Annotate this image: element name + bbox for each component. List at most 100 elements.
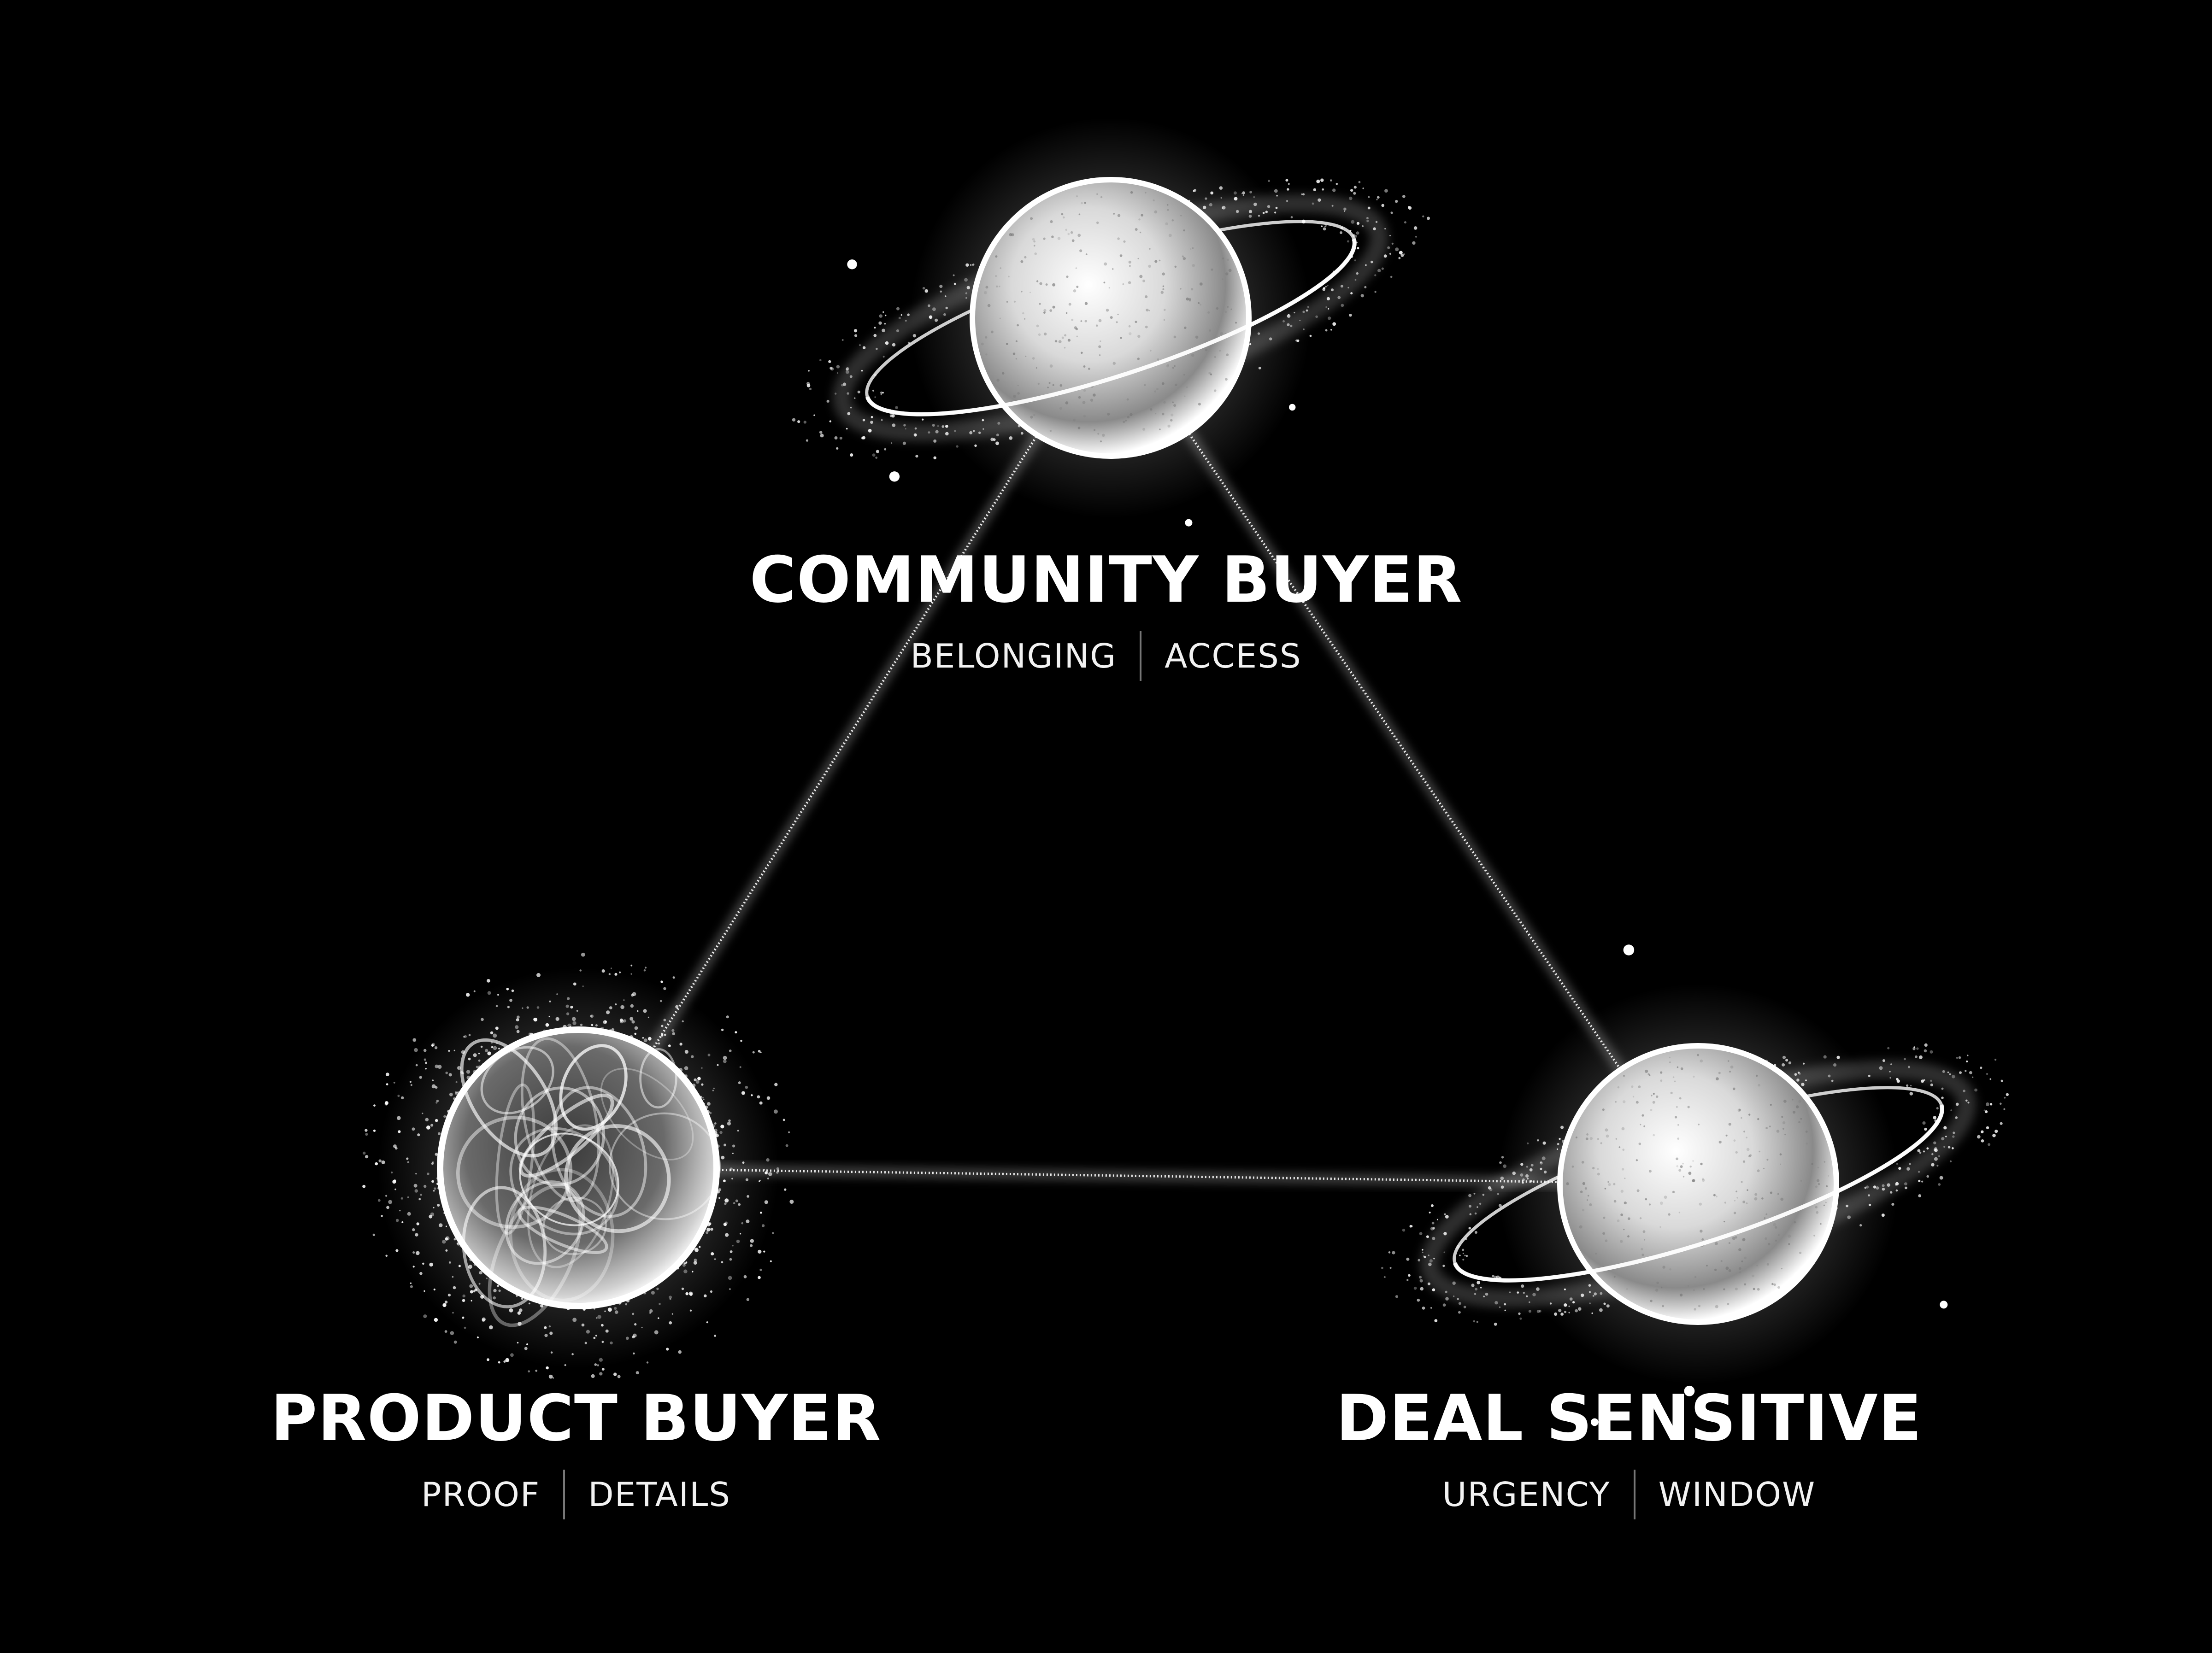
ring-particle	[1430, 1227, 1434, 1231]
halo-particle	[400, 1197, 403, 1200]
ring-particle	[1941, 1087, 1944, 1090]
surface-speckle	[1083, 389, 1086, 392]
ring-particle	[1347, 287, 1349, 289]
halo-particle	[548, 1374, 553, 1379]
ring-particle	[1581, 1293, 1584, 1297]
halo-particle	[462, 1316, 465, 1319]
halo-particle	[511, 989, 514, 992]
ring-particle	[935, 318, 938, 322]
ring-particle	[882, 328, 885, 333]
ring-particle	[1977, 1135, 1981, 1139]
ring-particle	[1882, 1188, 1885, 1191]
halo-particle	[442, 1240, 446, 1244]
ring-particle	[1468, 1227, 1471, 1230]
ring-particle	[1332, 322, 1336, 326]
surface-speckle	[1166, 204, 1169, 206]
surface-speckle	[1602, 1108, 1605, 1111]
ring-particle	[1413, 1286, 1417, 1290]
ring-particle	[1381, 204, 1384, 207]
surface-speckle	[1039, 282, 1042, 285]
halo-particle	[384, 1101, 388, 1105]
surface-speckle	[1703, 1288, 1705, 1290]
surface-speckle	[1073, 418, 1076, 422]
surface-speckle	[1766, 1263, 1769, 1266]
ring-particle	[861, 369, 863, 372]
ring-particle	[1921, 1180, 1924, 1183]
halo-particle	[407, 1196, 409, 1198]
surface-speckle	[1613, 1276, 1616, 1278]
ring-particle	[1354, 279, 1357, 281]
halo-particle	[634, 1026, 638, 1030]
surface-speckle	[1225, 378, 1228, 381]
surface-speckle	[1073, 289, 1077, 293]
ring-particle	[1377, 196, 1380, 199]
ring-particle	[1302, 311, 1305, 313]
surface-speckle	[1120, 337, 1122, 339]
ring-particle	[1344, 211, 1346, 212]
halo-particle	[493, 1289, 497, 1293]
ring-particle	[953, 282, 956, 285]
ring-particle	[1220, 197, 1222, 199]
halo-particle	[658, 1042, 660, 1045]
halo-particle	[391, 1171, 393, 1174]
halo-particle	[518, 1322, 522, 1326]
ring-particle	[1307, 306, 1309, 308]
ring-particle	[1916, 1047, 1919, 1050]
halo-particle	[784, 1188, 787, 1191]
ring-particle	[1325, 329, 1328, 332]
surface-speckle	[1138, 218, 1141, 221]
halo-particle	[727, 1121, 731, 1125]
ring-particle	[1896, 1079, 1900, 1083]
surface-speckle	[1191, 353, 1194, 357]
halo-particle	[678, 1350, 682, 1354]
surface-speckle	[1720, 1260, 1723, 1262]
surface-speckle	[1620, 1213, 1624, 1216]
surface-speckle	[1077, 234, 1081, 237]
surface-speckle	[1057, 237, 1061, 240]
halo-particle	[584, 1342, 587, 1344]
surface-speckle	[1765, 1237, 1767, 1240]
halo-particle	[546, 1366, 548, 1369]
ring-particle	[1519, 1317, 1522, 1320]
halo-particle	[785, 1144, 788, 1147]
surface-speckle	[1043, 309, 1047, 312]
halo-particle	[668, 1044, 671, 1047]
surface-speckle	[1608, 1183, 1611, 1186]
surface-speckle	[1597, 1138, 1600, 1140]
halo-particle	[466, 993, 470, 997]
surface-speckle	[1135, 228, 1138, 231]
halo-particle	[464, 1326, 466, 1329]
surface-speckle	[1794, 1221, 1796, 1224]
surface-speckle	[1230, 308, 1232, 310]
ring-particle	[803, 421, 807, 424]
surface-speckle	[1783, 1100, 1787, 1103]
sparkle-icon	[889, 471, 900, 482]
ring-particle	[820, 434, 824, 438]
halo-particle	[473, 1053, 477, 1057]
halo-particle	[745, 1085, 748, 1089]
surface-speckle	[1142, 279, 1146, 282]
surface-speckle	[1049, 364, 1053, 368]
node-tags-product: PROOF DETAILS	[207, 1470, 945, 1519]
halo-particle	[540, 1304, 544, 1308]
halo-particle	[572, 1021, 577, 1025]
ring-particle	[1876, 1186, 1879, 1190]
surface-speckle	[1182, 255, 1184, 258]
ring-particle	[1599, 1308, 1603, 1312]
ring-particle	[1362, 225, 1364, 227]
surface-speckle	[1781, 1116, 1783, 1118]
ring-particle	[1959, 1071, 1962, 1074]
ring-particle	[1527, 1142, 1529, 1144]
ring-particle	[1536, 1310, 1540, 1313]
surface-speckle	[1780, 1163, 1781, 1165]
surface-speckle	[1764, 1217, 1766, 1219]
ring-particle	[1282, 320, 1285, 322]
surface-speckle	[1766, 1159, 1769, 1161]
halo-particle	[528, 1302, 530, 1305]
surface-speckle	[1117, 237, 1120, 240]
surface-speckle	[1761, 1197, 1764, 1200]
ring-particle	[854, 334, 858, 337]
ring-particle	[1395, 247, 1399, 252]
surface-speckle	[1035, 367, 1037, 369]
ring-particle	[1588, 1284, 1591, 1287]
